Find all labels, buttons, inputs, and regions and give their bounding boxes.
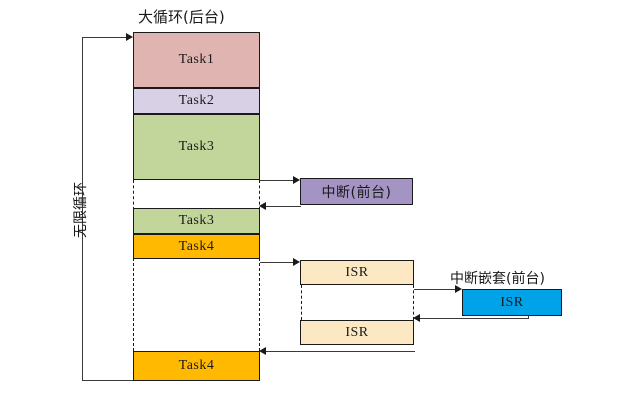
task-block-task4-second: Task4 <box>133 351 260 381</box>
arrow-to-nested-isr-head <box>455 285 462 293</box>
nested-isr-label: ISR <box>500 294 524 310</box>
task-block-label: Task4 <box>178 358 215 373</box>
isr-dashed-guide-left <box>301 285 302 320</box>
title-background-loop: 大循环(后台) <box>138 8 225 26</box>
task-block-task3-first: Task3 <box>133 114 260 180</box>
task-block-label: Task3 <box>178 139 215 154</box>
arrow-to-interrupt-head <box>293 176 300 184</box>
arrow-to-isr-head <box>293 258 300 266</box>
arrow-from-isr-line <box>265 351 301 352</box>
task-block-label: Task4 <box>178 238 215 254</box>
arrow-to-nested-isr-line <box>414 289 460 290</box>
loop-bracket-bottom <box>82 380 133 381</box>
isr-block-lower: ISR <box>300 320 414 345</box>
loop-bracket-left <box>82 37 83 380</box>
loop-bracket-top <box>82 37 129 38</box>
dashed-guide-left <box>133 180 134 210</box>
task-block-label: Task1 <box>178 52 215 67</box>
arrow-from-isr-head <box>259 347 266 355</box>
arrow-from-interrupt-head <box>259 202 266 210</box>
task-block-task4-first: Task4 <box>133 234 260 259</box>
arrow-from-isr-line-2 <box>300 351 415 352</box>
task-block-task3-second: Task3 <box>133 208 260 234</box>
arrow-from-nested-isr-head <box>413 314 420 322</box>
label-nested-interrupt: 中断嵌套(前台) <box>450 271 545 287</box>
isr-block-upper: ISR <box>300 260 414 285</box>
task-block-task2: Task2 <box>133 88 260 114</box>
arrow-from-nested-isr-line <box>419 318 529 319</box>
isr-block-label: ISR <box>345 264 369 280</box>
arrow-to-isr-line <box>260 262 298 263</box>
isr-block-label: ISR <box>345 324 369 340</box>
task-block-label: Task2 <box>178 93 215 108</box>
interrupt-foreground-block: 中断(前台) <box>300 178 413 205</box>
task-block-task1: Task1 <box>133 32 260 88</box>
nested-isr-block: ISR <box>462 289 562 316</box>
interrupt-block-label: 中断(前台) <box>321 184 392 201</box>
loop-bracket-arrowhead <box>126 33 133 41</box>
dashed-guide-left-lower <box>133 258 134 351</box>
figure-caption <box>225 398 485 405</box>
task-block-label: Task3 <box>178 213 215 228</box>
arrow-from-interrupt-line <box>265 206 301 207</box>
dashed-guide-right <box>259 180 260 210</box>
label-infinite-loop: 无限循环 <box>73 182 89 238</box>
arrow-from-nested-isr-drop <box>528 316 529 319</box>
dashed-guide-right-lower <box>259 258 260 351</box>
arrow-to-interrupt-line <box>260 180 298 181</box>
isr-dashed-guide-right <box>413 285 414 320</box>
